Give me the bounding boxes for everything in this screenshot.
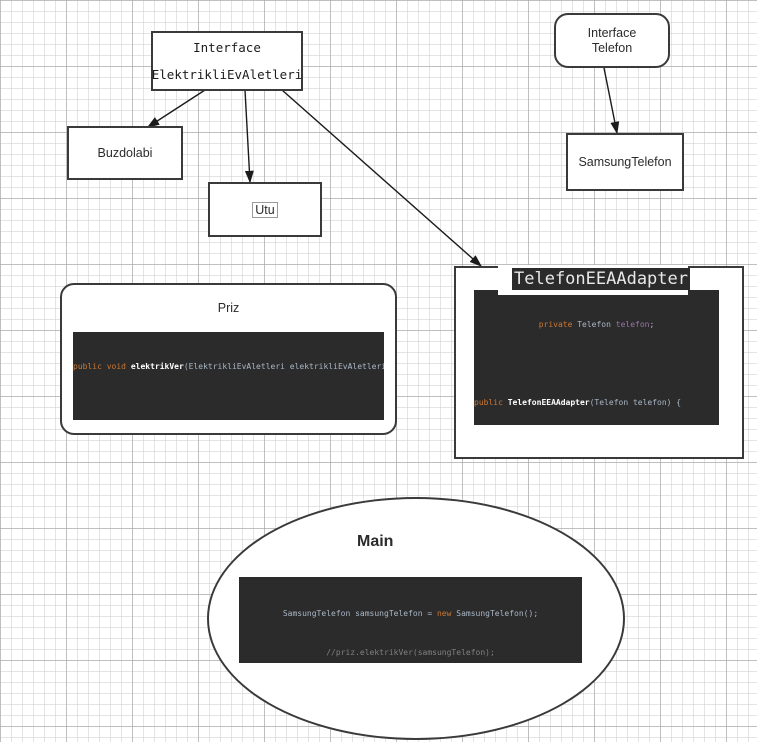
priz-code-line-1: public void elektrikVer(ElektrikliEvAlet…	[73, 362, 384, 371]
priz-label: Priz	[217, 301, 240, 315]
node-interface-telefon[interactable]: Interface Telefon	[554, 13, 670, 68]
arrow-electrical-to-utu	[244, 89, 254, 184]
priz-code-block[interactable]: public void elektrikVer(ElektrikliEvAlet…	[73, 332, 384, 420]
adapter-code-line-2: public TelefonEEAAdapter(Telefon telefon…	[474, 398, 682, 407]
arrow-telefon-to-samsung	[603, 67, 620, 135]
arrow-electrical-to-adapter	[281, 89, 483, 267]
node-samsung-telefon[interactable]: SamsungTelefon	[566, 133, 684, 191]
telefon-name-label: Telefon	[591, 41, 633, 55]
node-buzdolabi[interactable]: Buzdolabi	[67, 126, 183, 180]
node-interface-elektrikli-ev-aletleri[interactable]: Interface ElektrikliEvAletleri	[151, 31, 303, 91]
main-code-line-1: SamsungTelefon samsungTelefon = new Sams…	[282, 609, 539, 618]
node-utu[interactable]: Utu	[208, 182, 322, 237]
samsung-telefon-label: SamsungTelefon	[578, 155, 672, 169]
adapter-code-line-1: private Telefon telefon;	[538, 320, 655, 329]
arrow-electrical-to-buzdolabi	[146, 89, 206, 128]
adapter-code-blank-1	[474, 357, 719, 370]
buzdolabi-label: Buzdolabi	[97, 146, 153, 160]
main-code-block[interactable]: SamsungTelefon samsungTelefon = new Sams…	[239, 577, 582, 663]
interface-name-label: ElektrikliEvAletleri	[151, 67, 303, 82]
interface-stereotype-label: Interface	[193, 40, 261, 55]
main-code-line-2: //priz.elektrikVer(samsungTelefon);	[326, 648, 495, 657]
utu-label: Utu	[255, 202, 275, 217]
adapter-code-block[interactable]: private Telefon telefon; public TelefonE…	[474, 290, 719, 425]
main-label: Main	[357, 533, 394, 550]
utu-name-editor[interactable]: Utu	[252, 201, 278, 218]
adapter-title-label[interactable]: TelefonEEAAdapter	[512, 268, 690, 290]
telefon-stereotype-label: Interface	[587, 26, 637, 40]
priz-code-blank-1	[73, 399, 384, 412]
